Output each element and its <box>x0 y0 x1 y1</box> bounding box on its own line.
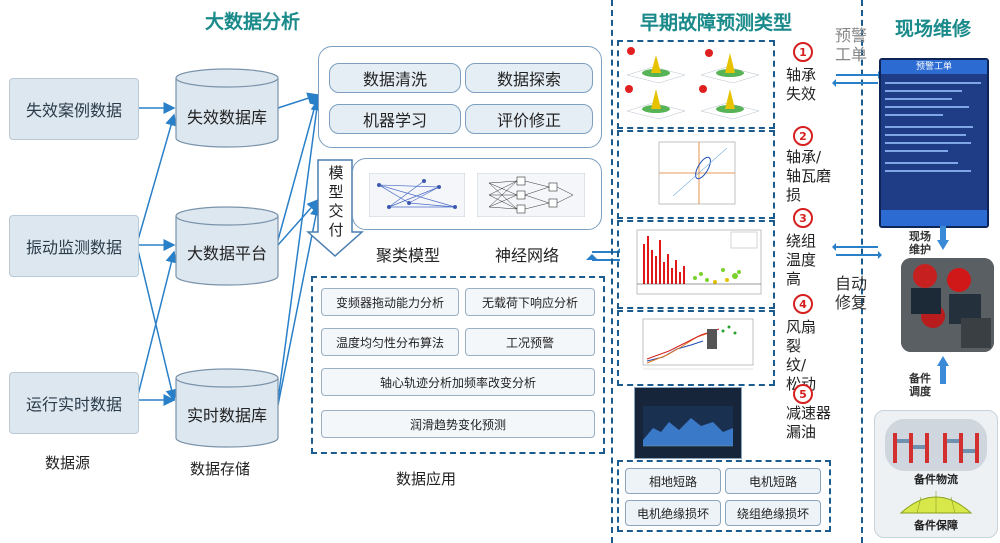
model-delivery-label: 模型交付 <box>328 164 344 239</box>
model-neural-label: 神经网络 <box>495 246 560 265</box>
fault-chart-3d-plots <box>623 45 765 121</box>
op-data-cleaning: 数据清洗 <box>329 63 461 93</box>
op-evaluate-correct: 评价修正 <box>465 104 593 134</box>
app-temperature-uniformity: 温度均匀性分布算法 <box>321 328 459 356</box>
op-data-exploration: 数据探索 <box>465 63 593 93</box>
fault-chart-frame-4 <box>617 310 775 386</box>
divider-right <box>861 0 863 543</box>
fault-chart-frame-2 <box>617 130 775 219</box>
field-repair-photo <box>901 258 994 352</box>
fault-label-2: 轴承/轴瓦磨损 <box>786 148 832 204</box>
section-title-field: 现场维修 <box>895 18 972 40</box>
guarantee-shelter-icon <box>899 491 973 514</box>
fault-num-3: 3 <box>793 208 813 228</box>
app-inverter-drive: 变频器拖动能力分析 <box>321 288 459 316</box>
section-title-fault-types: 早期故障预测类型 <box>640 12 793 34</box>
app-lubrication-trend: 润滑趋势变化预测 <box>321 410 595 438</box>
storage-caption: 数据存储 <box>190 460 251 478</box>
logistics-label: 备件物流 <box>914 473 958 486</box>
op-machine-learning: 机器学习 <box>329 104 461 134</box>
phone-bottom-bar <box>881 210 987 226</box>
fault-label-1: 轴承失效 <box>786 66 817 103</box>
extra-fault-motor-insulation: 电机绝缘损坏 <box>625 500 721 526</box>
phone-content <box>885 78 981 202</box>
cluster-model-graph <box>369 173 465 217</box>
fault-chart-temperature <box>623 226 765 300</box>
source-failure-cases: 失效案例数据 <box>9 78 139 140</box>
model-panel <box>352 158 602 230</box>
spare-dispatch-arrow <box>937 356 949 384</box>
fault-chart-fan-trend <box>623 315 765 377</box>
neural-network-graph <box>477 173 585 217</box>
fault-chart-frame-1 <box>617 40 775 129</box>
warning-order-arrows <box>832 71 882 87</box>
extra-faults-panel: 相地短路 电机短路 电机绝缘损坏 绕组绝缘损坏 <box>617 460 831 532</box>
fault-num-1: 1 <box>793 42 813 62</box>
fault-chart-orbit <box>623 136 765 210</box>
app-no-load-response: 无载荷下响应分析 <box>465 288 595 316</box>
source-vibration: 振动监测数据 <box>9 215 139 277</box>
app-condition-warning: 工况预警 <box>465 328 595 356</box>
fault-chart-frame-3 <box>617 220 775 309</box>
spare-dispatch-label: 备件调度 <box>909 372 931 398</box>
fault-label-4: 风扇裂纹/松动 <box>786 318 817 393</box>
app-axis-orbit: 轴心轨迹分析加频率改变分析 <box>321 368 595 396</box>
field-repair-arrow <box>937 226 949 250</box>
auto-repair-arrows <box>832 243 882 259</box>
extra-fault-winding-insulation: 绕组绝缘损坏 <box>725 500 821 526</box>
applications-panel: 变频器拖动能力分析 无载荷下响应分析 温度均匀性分布算法 工况预警 轴心轨迹分析… <box>311 276 605 454</box>
extra-fault-motor-short: 电机短路 <box>725 468 821 494</box>
applications-caption: 数据应用 <box>396 470 457 488</box>
fault-num-2: 2 <box>793 126 813 146</box>
flow-arrows <box>137 92 620 406</box>
storage-cylinders <box>175 68 279 448</box>
auto-repair-label: 自动修复 <box>834 274 867 312</box>
section-title-big-data: 大数据分析 <box>205 11 301 33</box>
warehouse-icon <box>885 419 987 471</box>
phone-screen: 预警工单 <box>879 58 989 228</box>
logistics-image <box>885 419 987 471</box>
model-cluster-label: 聚类模型 <box>376 246 441 265</box>
storage-failure-db: 失效数据库 <box>186 108 267 127</box>
extra-fault-phase-ground: 相地短路 <box>625 468 721 494</box>
fault-label-3: 绕组温度高 <box>786 232 817 288</box>
fault-chart-oil-leak <box>643 406 733 447</box>
fault-num-5: 5 <box>793 384 813 404</box>
fault-num-4: 4 <box>793 294 813 314</box>
field-repair-label: 现场维护 <box>909 230 931 256</box>
source-runtime: 运行实时数据 <box>9 372 139 434</box>
storage-big-data-platform: 大数据平台 <box>186 244 267 263</box>
storage-realtime-db: 实时数据库 <box>186 406 267 425</box>
sources-caption: 数据源 <box>45 454 91 472</box>
fault-label-5: 减速器漏油 <box>786 404 832 441</box>
spare-panel: 备件物流 备件保障 <box>874 410 998 538</box>
warning-order-label: 预警工单 <box>834 26 867 64</box>
divider-left <box>611 0 613 543</box>
phone-title: 预警工单 <box>881 60 987 74</box>
fault-chart-frame-5 <box>634 387 742 459</box>
guarantee-label: 备件保障 <box>914 519 958 532</box>
workers-photo <box>901 258 994 352</box>
analysis-ops-panel: 数据清洗 数据探索 机器学习 评价修正 <box>318 46 602 148</box>
